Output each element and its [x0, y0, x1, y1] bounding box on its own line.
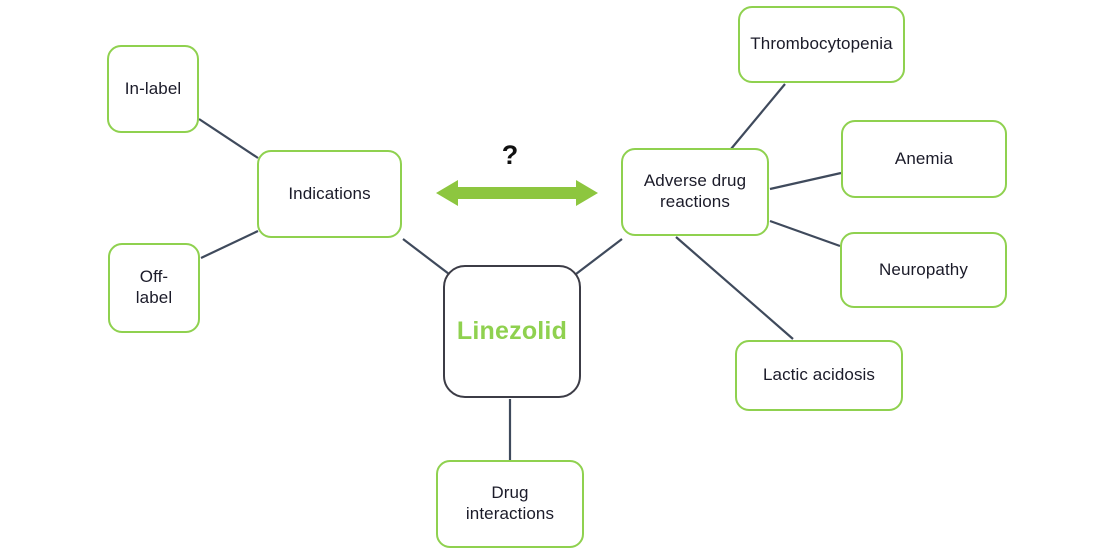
node-label-indications: Indications: [288, 183, 371, 203]
edge-adverse-thrombocytopenia: [730, 83, 786, 150]
node-thrombocytopenia[interactable]: Thrombocytopenia: [738, 6, 905, 83]
node-linezolid[interactable]: Linezolid: [443, 265, 581, 398]
bidirectional-arrow-icon: [436, 180, 598, 206]
node-neuropathy[interactable]: Neuropathy: [840, 232, 1007, 308]
edge-adverse-anemia: [769, 171, 842, 191]
edge-indications-linezolid: [402, 238, 450, 275]
node-indications[interactable]: Indications: [257, 150, 402, 238]
node-lactic-acidosis[interactable]: Lactic acidosis: [735, 340, 903, 411]
edge-adverse-lactic-acidosis: [675, 236, 794, 340]
node-anemia[interactable]: Anemia: [841, 120, 1007, 198]
node-off-label[interactable]: Off- label: [108, 243, 200, 333]
edge-adverse-neuropathy: [769, 219, 841, 248]
node-label-in-label: In-label: [124, 78, 182, 98]
node-label-neuropathy: Neuropathy: [879, 259, 968, 279]
node-adverse-drug-reactions[interactable]: Adverse drug reactions: [621, 148, 769, 236]
node-in-label[interactable]: In-label: [107, 45, 199, 133]
node-label-anemia: Anemia: [894, 148, 954, 168]
node-label-linezolid: Linezolid: [456, 317, 568, 346]
node-drug-interactions[interactable]: Drug interactions: [436, 460, 584, 548]
node-label-drug-interactions: Drug interactions: [465, 483, 555, 523]
edge-off-label-indications: [200, 230, 259, 259]
node-label-off-label: Off- label: [135, 267, 173, 307]
edge-linezolid-adverse-drug-reactions: [575, 238, 623, 275]
node-label-adverse-drug-reactions: Adverse drug reactions: [643, 171, 747, 211]
node-label-thrombocytopenia: Thrombocytopenia: [750, 34, 893, 54]
edge-in-label-indications: [198, 118, 259, 159]
question-mark-annotation: ?: [501, 140, 519, 170]
node-label-lactic-acidosis: Lactic acidosis: [762, 365, 876, 385]
